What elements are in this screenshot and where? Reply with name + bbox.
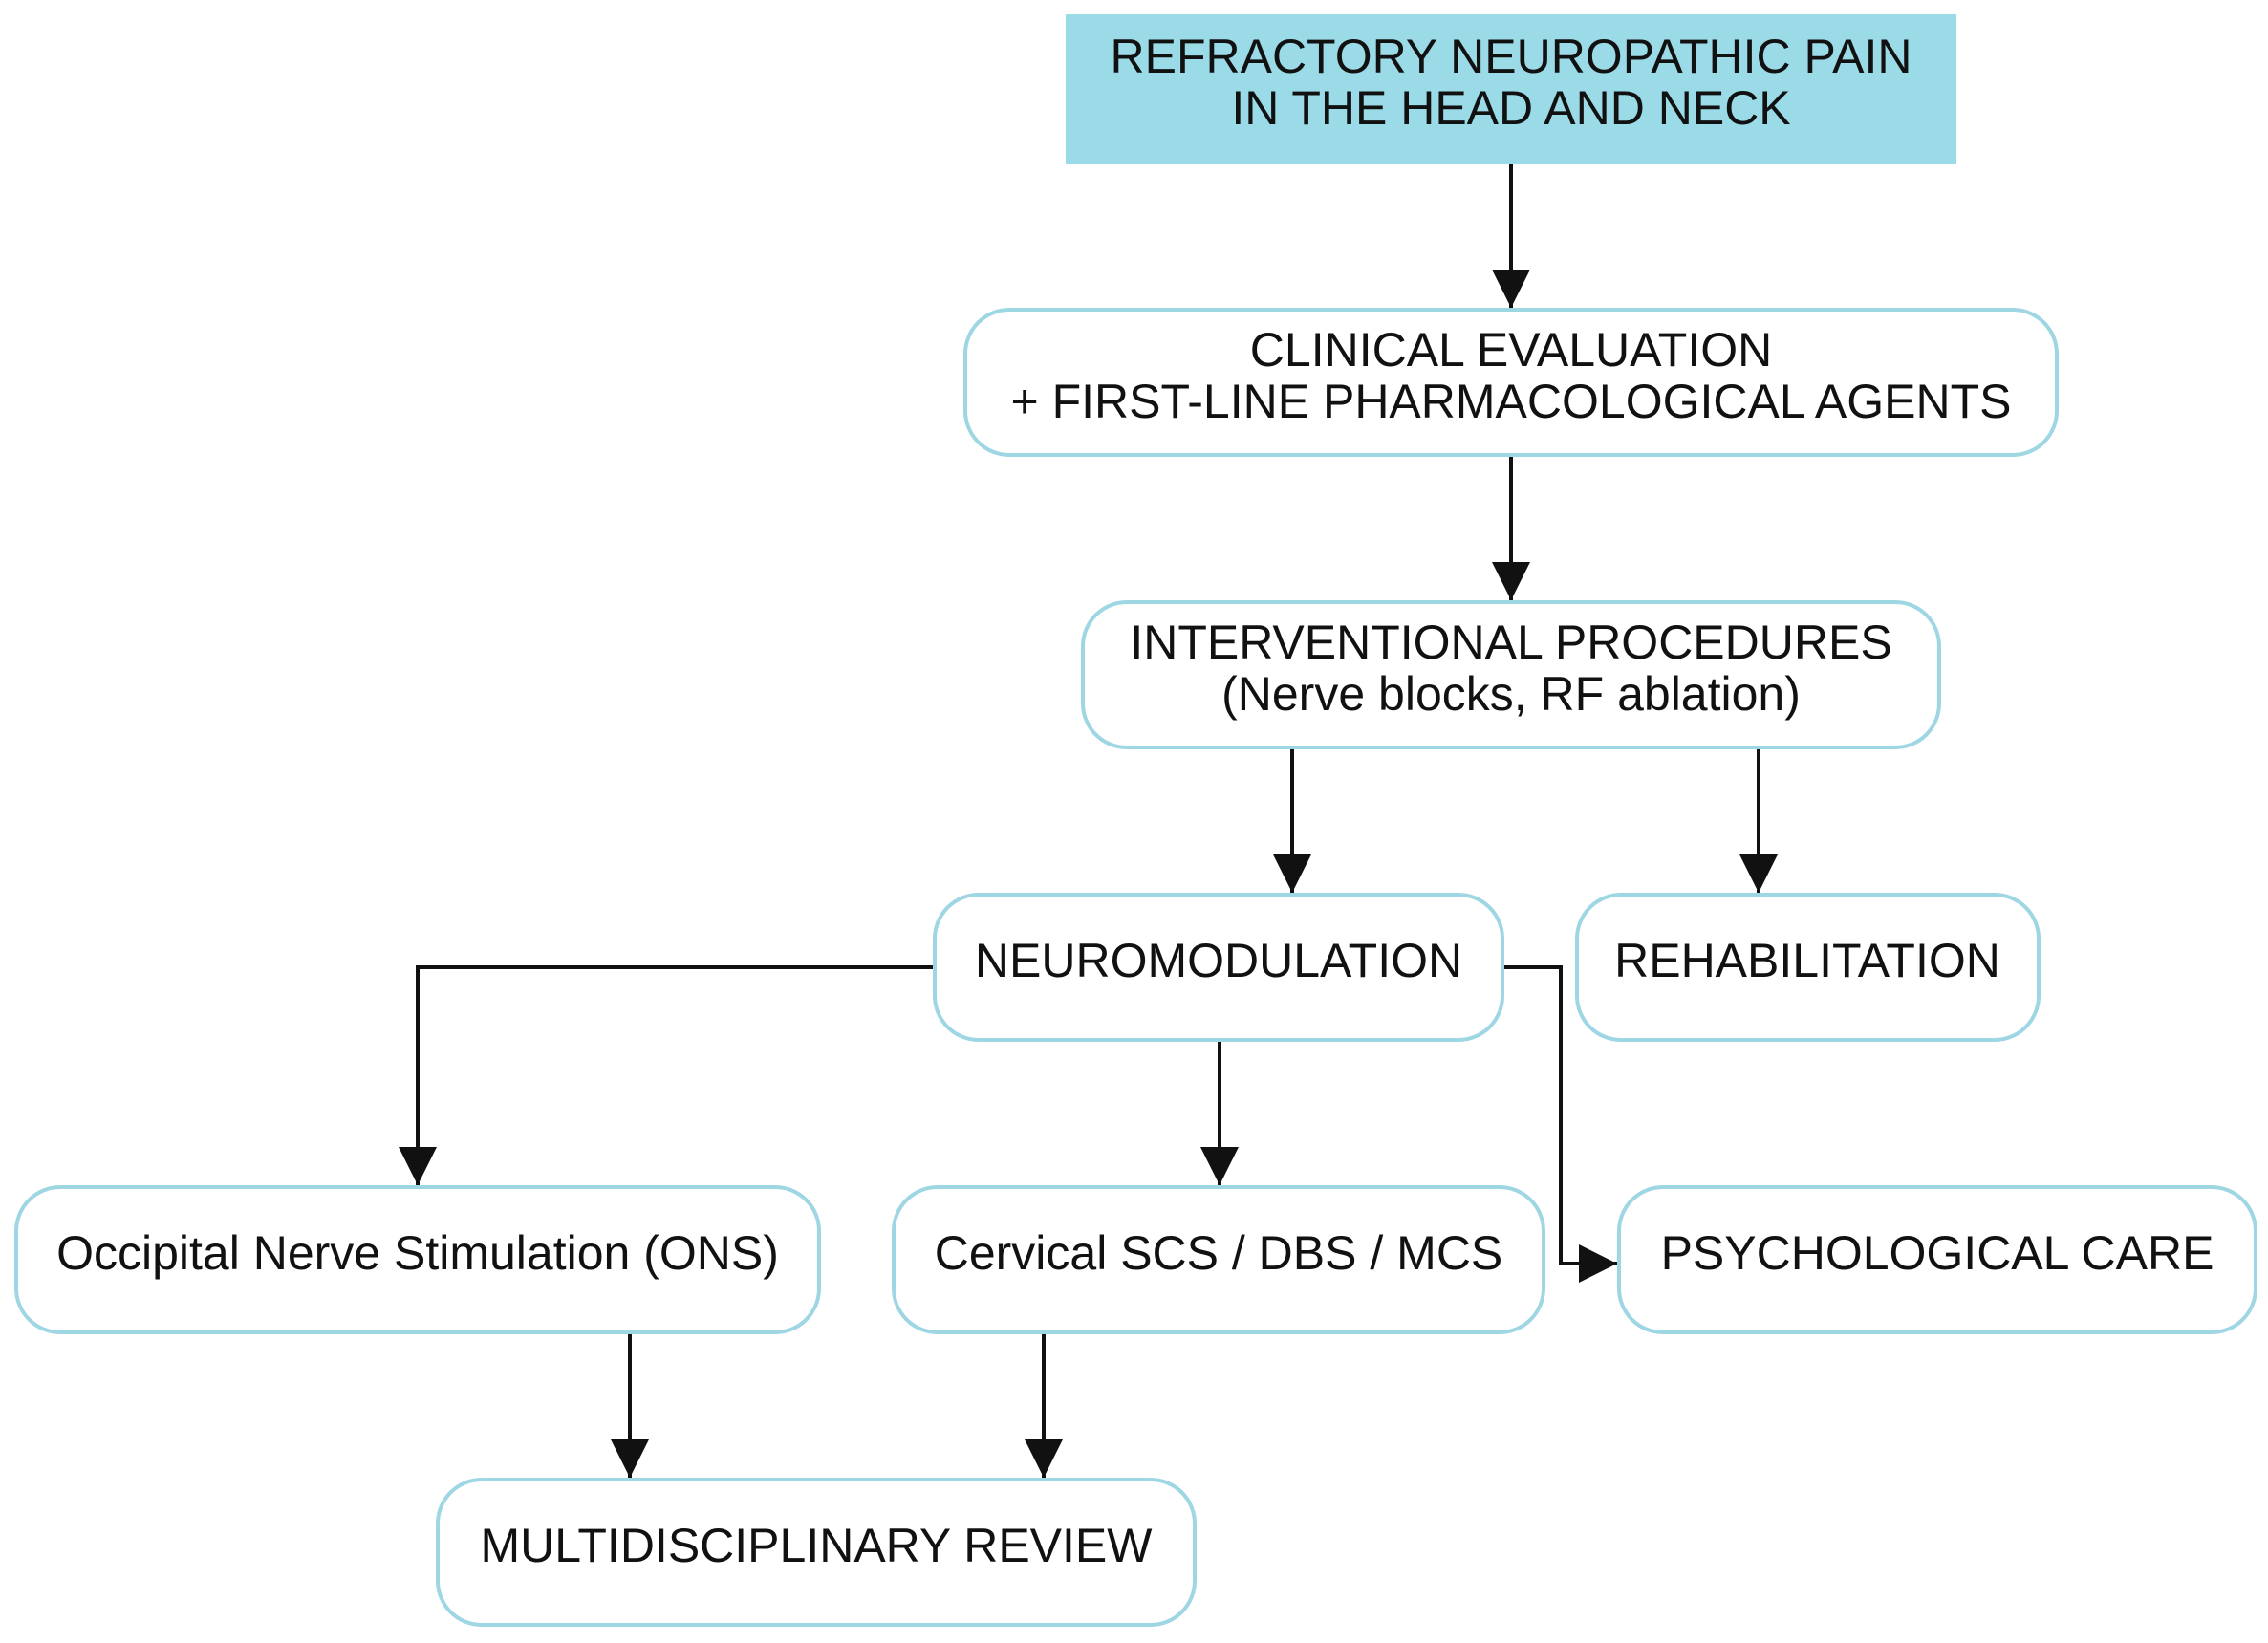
node-refractory-pain: REFRACTORY NEUROPATHIC PAIN IN THE HEAD … (1066, 14, 1956, 164)
node-interventional-procedures-line2: (Nerve blocks, RF ablation) (1221, 667, 1801, 721)
node-refractory-pain-line1: REFRACTORY NEUROPATHIC PAIN (1110, 30, 1912, 83)
node-psychological-care-label: PSYCHOLOGICAL CARE (1661, 1226, 2214, 1280)
node-interventional-procedures-line1: INTERVENTIONAL PROCEDURES (1130, 616, 1891, 669)
node-multidisciplinary-review-label: MULTIDISCIPLINARY REVIEW (481, 1519, 1154, 1572)
node-interventional-procedures: INTERVENTIONAL PROCEDURES (Nerve blocks,… (1081, 600, 1941, 749)
node-multidisciplinary-review: MULTIDISCIPLINARY REVIEW (436, 1478, 1197, 1627)
node-clinical-evaluation-line2: + FIRST-LINE PHARMACOLOGICAL AGENTS (1011, 375, 2012, 428)
node-rehabilitation-label: REHABILITATION (1614, 934, 2000, 987)
edges (399, 164, 1778, 1478)
node-neuromodulation-label: NEUROMODULATION (975, 934, 1462, 987)
edge-neuromodulation-to-ons (399, 965, 933, 1185)
edge-neuromodulation-to-psychological (1504, 965, 1617, 1283)
node-rehabilitation: REHABILITATION (1575, 893, 2041, 1042)
node-clinical-evaluation-line1: CLINICAL EVALUATION (1250, 323, 1772, 377)
node-refractory-pain-line2: IN THE HEAD AND NECK (1231, 81, 1790, 135)
node-psychological-care: PSYCHOLOGICAL CARE (1617, 1185, 2257, 1334)
node-cervical-scs-label: Cervical SCS / DBS / MCS (935, 1226, 1503, 1280)
node-ons-label: Occipital Nerve Stimulation (ONS) (56, 1226, 779, 1280)
node-cervical-scs: Cervical SCS / DBS / MCS (892, 1185, 1545, 1334)
node-clinical-evaluation: CLINICAL EVALUATION + FIRST-LINE PHARMAC… (963, 308, 2059, 457)
node-ons: Occipital Nerve Stimulation (ONS) (14, 1185, 821, 1334)
node-neuromodulation: NEUROMODULATION (933, 893, 1504, 1042)
